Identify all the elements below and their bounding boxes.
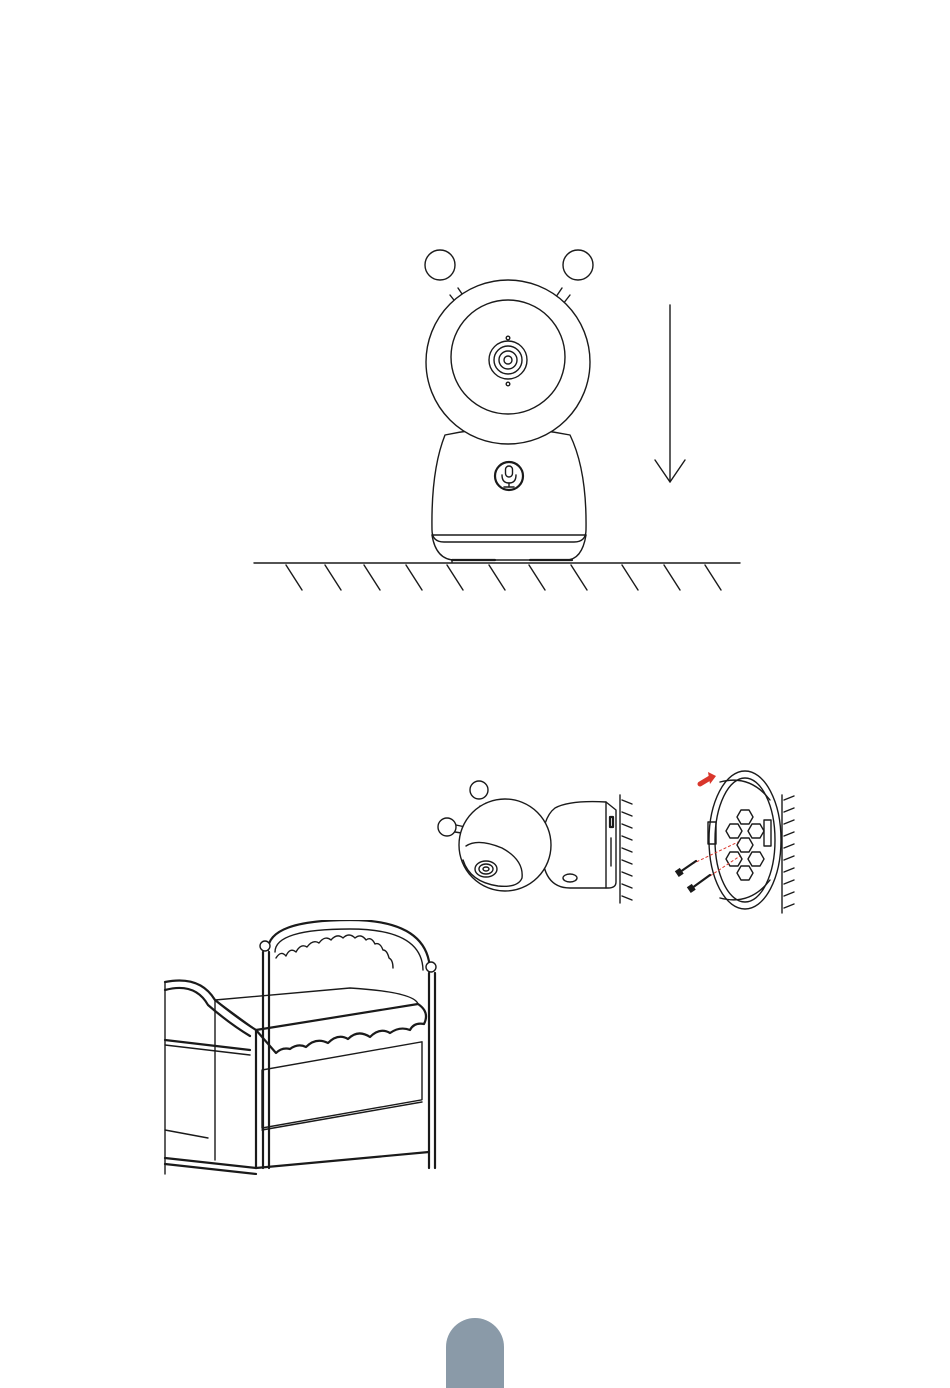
- page-number-tab: [446, 1318, 504, 1388]
- camera-wall-mounted-illustration: [430, 770, 645, 910]
- camera-on-flat-surface-illustration: [240, 230, 760, 610]
- wall-mount-plate-screws-illustration: [670, 760, 810, 920]
- camera-crib-placement-illustration: [160, 920, 445, 1175]
